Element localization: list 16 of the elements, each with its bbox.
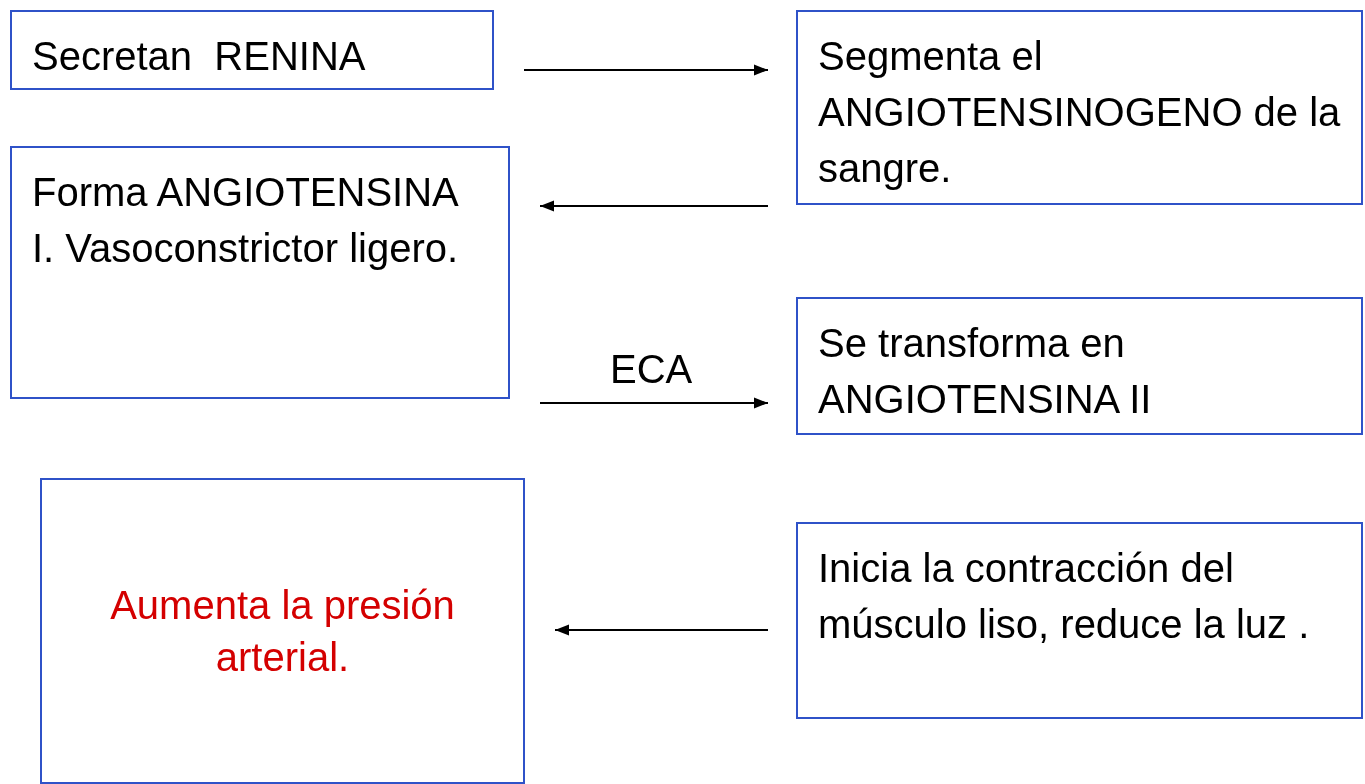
arrow [539,200,769,212]
process-box [796,522,1363,719]
arrow [539,397,769,409]
process-box [796,10,1363,205]
box-text: Inicia la contracción del músculo liso, reduce la luz . [818,545,1311,648]
box-text: Forma ANGIOTENSINA I. Vasoconstrictor ligero. [32,169,460,272]
box-text: Se transforma en ANGIOTENSINA II [818,320,1153,423]
arrow [523,64,769,76]
process-box [10,146,510,399]
arrow [554,624,769,636]
process-box [10,10,494,90]
box-text: Aumenta la presión arterial. [109,582,456,681]
process-box [40,478,525,784]
box-text: Segmenta el ANGIOTENSINOGENO de la sangre. [818,33,1341,192]
box-text: Secretan RENINA [32,33,367,80]
process-box [796,297,1363,435]
